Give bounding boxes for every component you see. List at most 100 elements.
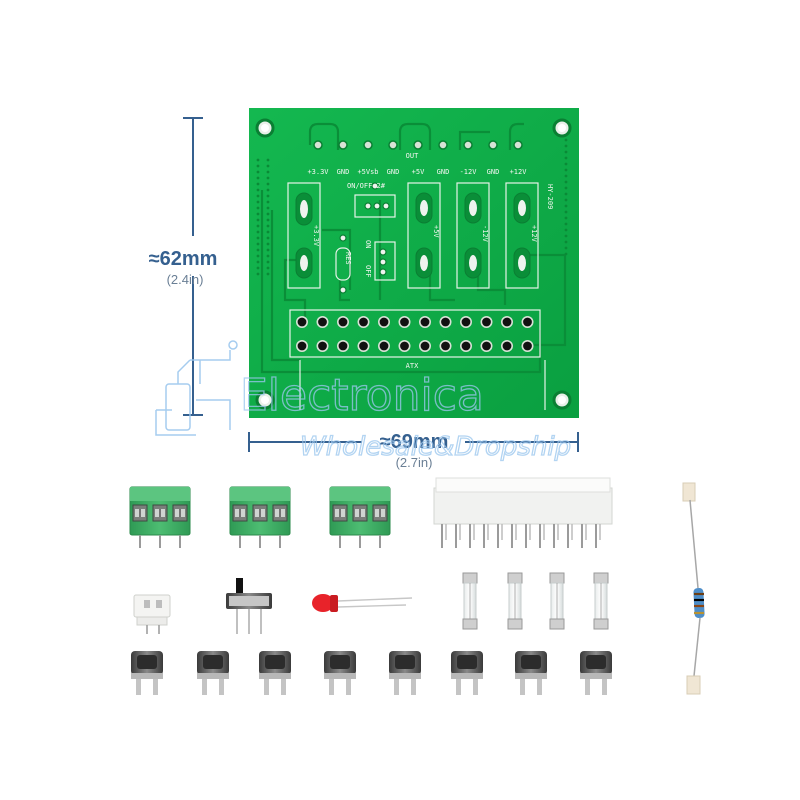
width-dimension	[248, 432, 579, 452]
via	[564, 252, 568, 256]
silkscreen-outlines	[287, 182, 546, 410]
switch-label: ON/OFF 2#	[347, 182, 386, 190]
via	[266, 200, 270, 204]
glass-fuse	[593, 572, 609, 630]
height-dimension	[183, 117, 203, 416]
via	[256, 200, 260, 204]
via	[256, 164, 260, 168]
via	[564, 162, 568, 166]
pin-label: +12V	[510, 168, 528, 176]
watermark-tagline: Wholesale&Dropship	[300, 432, 571, 462]
atx-hole	[459, 315, 472, 328]
via	[256, 266, 260, 270]
glass-fuse	[507, 572, 523, 630]
atx-hole	[316, 339, 329, 352]
height-label: ≈62mm	[149, 248, 218, 270]
atx-hole	[398, 339, 411, 352]
atx-label: ATX	[406, 362, 419, 370]
atx-pin-header	[433, 477, 613, 548]
via	[564, 174, 568, 178]
atx-hole	[521, 339, 534, 352]
rail-label-12v: +12V	[530, 225, 538, 243]
via	[256, 260, 260, 264]
screw-terminal	[329, 486, 391, 548]
via	[564, 222, 568, 226]
pin-label: GND	[337, 168, 350, 176]
atx-hole	[377, 315, 390, 328]
screw-terminal	[129, 486, 191, 548]
via	[256, 158, 260, 162]
atx-hole	[480, 339, 493, 352]
via	[266, 230, 270, 234]
via	[266, 170, 270, 174]
pin-label: -12V	[460, 168, 478, 176]
pin-label: GND	[487, 168, 500, 176]
rail-label-3v3: +3.3V	[312, 225, 320, 247]
screw-terminal	[229, 486, 291, 548]
atx-hole	[336, 315, 349, 328]
two-pin-connector	[133, 594, 171, 634]
off-label: OFF	[364, 265, 372, 278]
atx-hole	[316, 315, 329, 328]
output-holes	[313, 140, 523, 150]
via	[564, 204, 568, 208]
via	[564, 144, 568, 148]
via	[256, 206, 260, 210]
via	[564, 138, 568, 142]
via	[256, 224, 260, 228]
glass-fuse	[549, 572, 565, 630]
resistor	[682, 482, 705, 695]
pin-label: GND	[437, 168, 450, 176]
via	[256, 212, 260, 216]
atx-hole	[521, 315, 534, 328]
model-label: HY-209	[546, 184, 554, 209]
via	[256, 182, 260, 186]
via	[564, 156, 568, 160]
pin-label: GND	[387, 168, 400, 176]
glass-fuses	[462, 572, 609, 630]
width-sublabel: (2.7in)	[396, 455, 433, 470]
pin-label: +5V	[412, 168, 425, 176]
via	[564, 216, 568, 220]
via	[256, 242, 260, 246]
via	[266, 224, 270, 228]
via	[266, 206, 270, 210]
via	[266, 242, 270, 246]
via	[256, 170, 260, 174]
via	[266, 272, 270, 276]
via	[266, 188, 270, 192]
via	[266, 158, 270, 162]
via	[564, 198, 568, 202]
atx-hole	[480, 315, 493, 328]
via	[564, 150, 568, 154]
fuse-clip	[515, 651, 547, 695]
via	[564, 168, 568, 172]
pin-label: +3.3V	[307, 168, 329, 176]
glass-fuse	[462, 572, 478, 630]
fuse-clips	[131, 651, 612, 695]
screw-terminals	[129, 486, 391, 548]
pin-label: +5Vsb	[357, 168, 378, 176]
via	[256, 230, 260, 234]
via	[266, 164, 270, 168]
atx-hole	[500, 339, 513, 352]
via	[256, 248, 260, 252]
via	[256, 218, 260, 222]
red-led	[312, 594, 413, 612]
via	[266, 260, 270, 264]
slide-switch	[226, 578, 272, 634]
via	[266, 254, 270, 258]
via	[564, 186, 568, 190]
atx-hole	[439, 339, 452, 352]
rail-label-5v: +5V	[432, 225, 440, 238]
fuse-clip	[197, 651, 229, 695]
watermark: Electronica Wholesale&Dropship	[155, 340, 572, 463]
atx-hole	[357, 315, 370, 328]
via	[564, 192, 568, 196]
atx-hole	[295, 315, 308, 328]
atx-hole	[439, 315, 452, 328]
terminal-pad-holes	[300, 200, 526, 271]
switch-holes	[339, 182, 390, 294]
